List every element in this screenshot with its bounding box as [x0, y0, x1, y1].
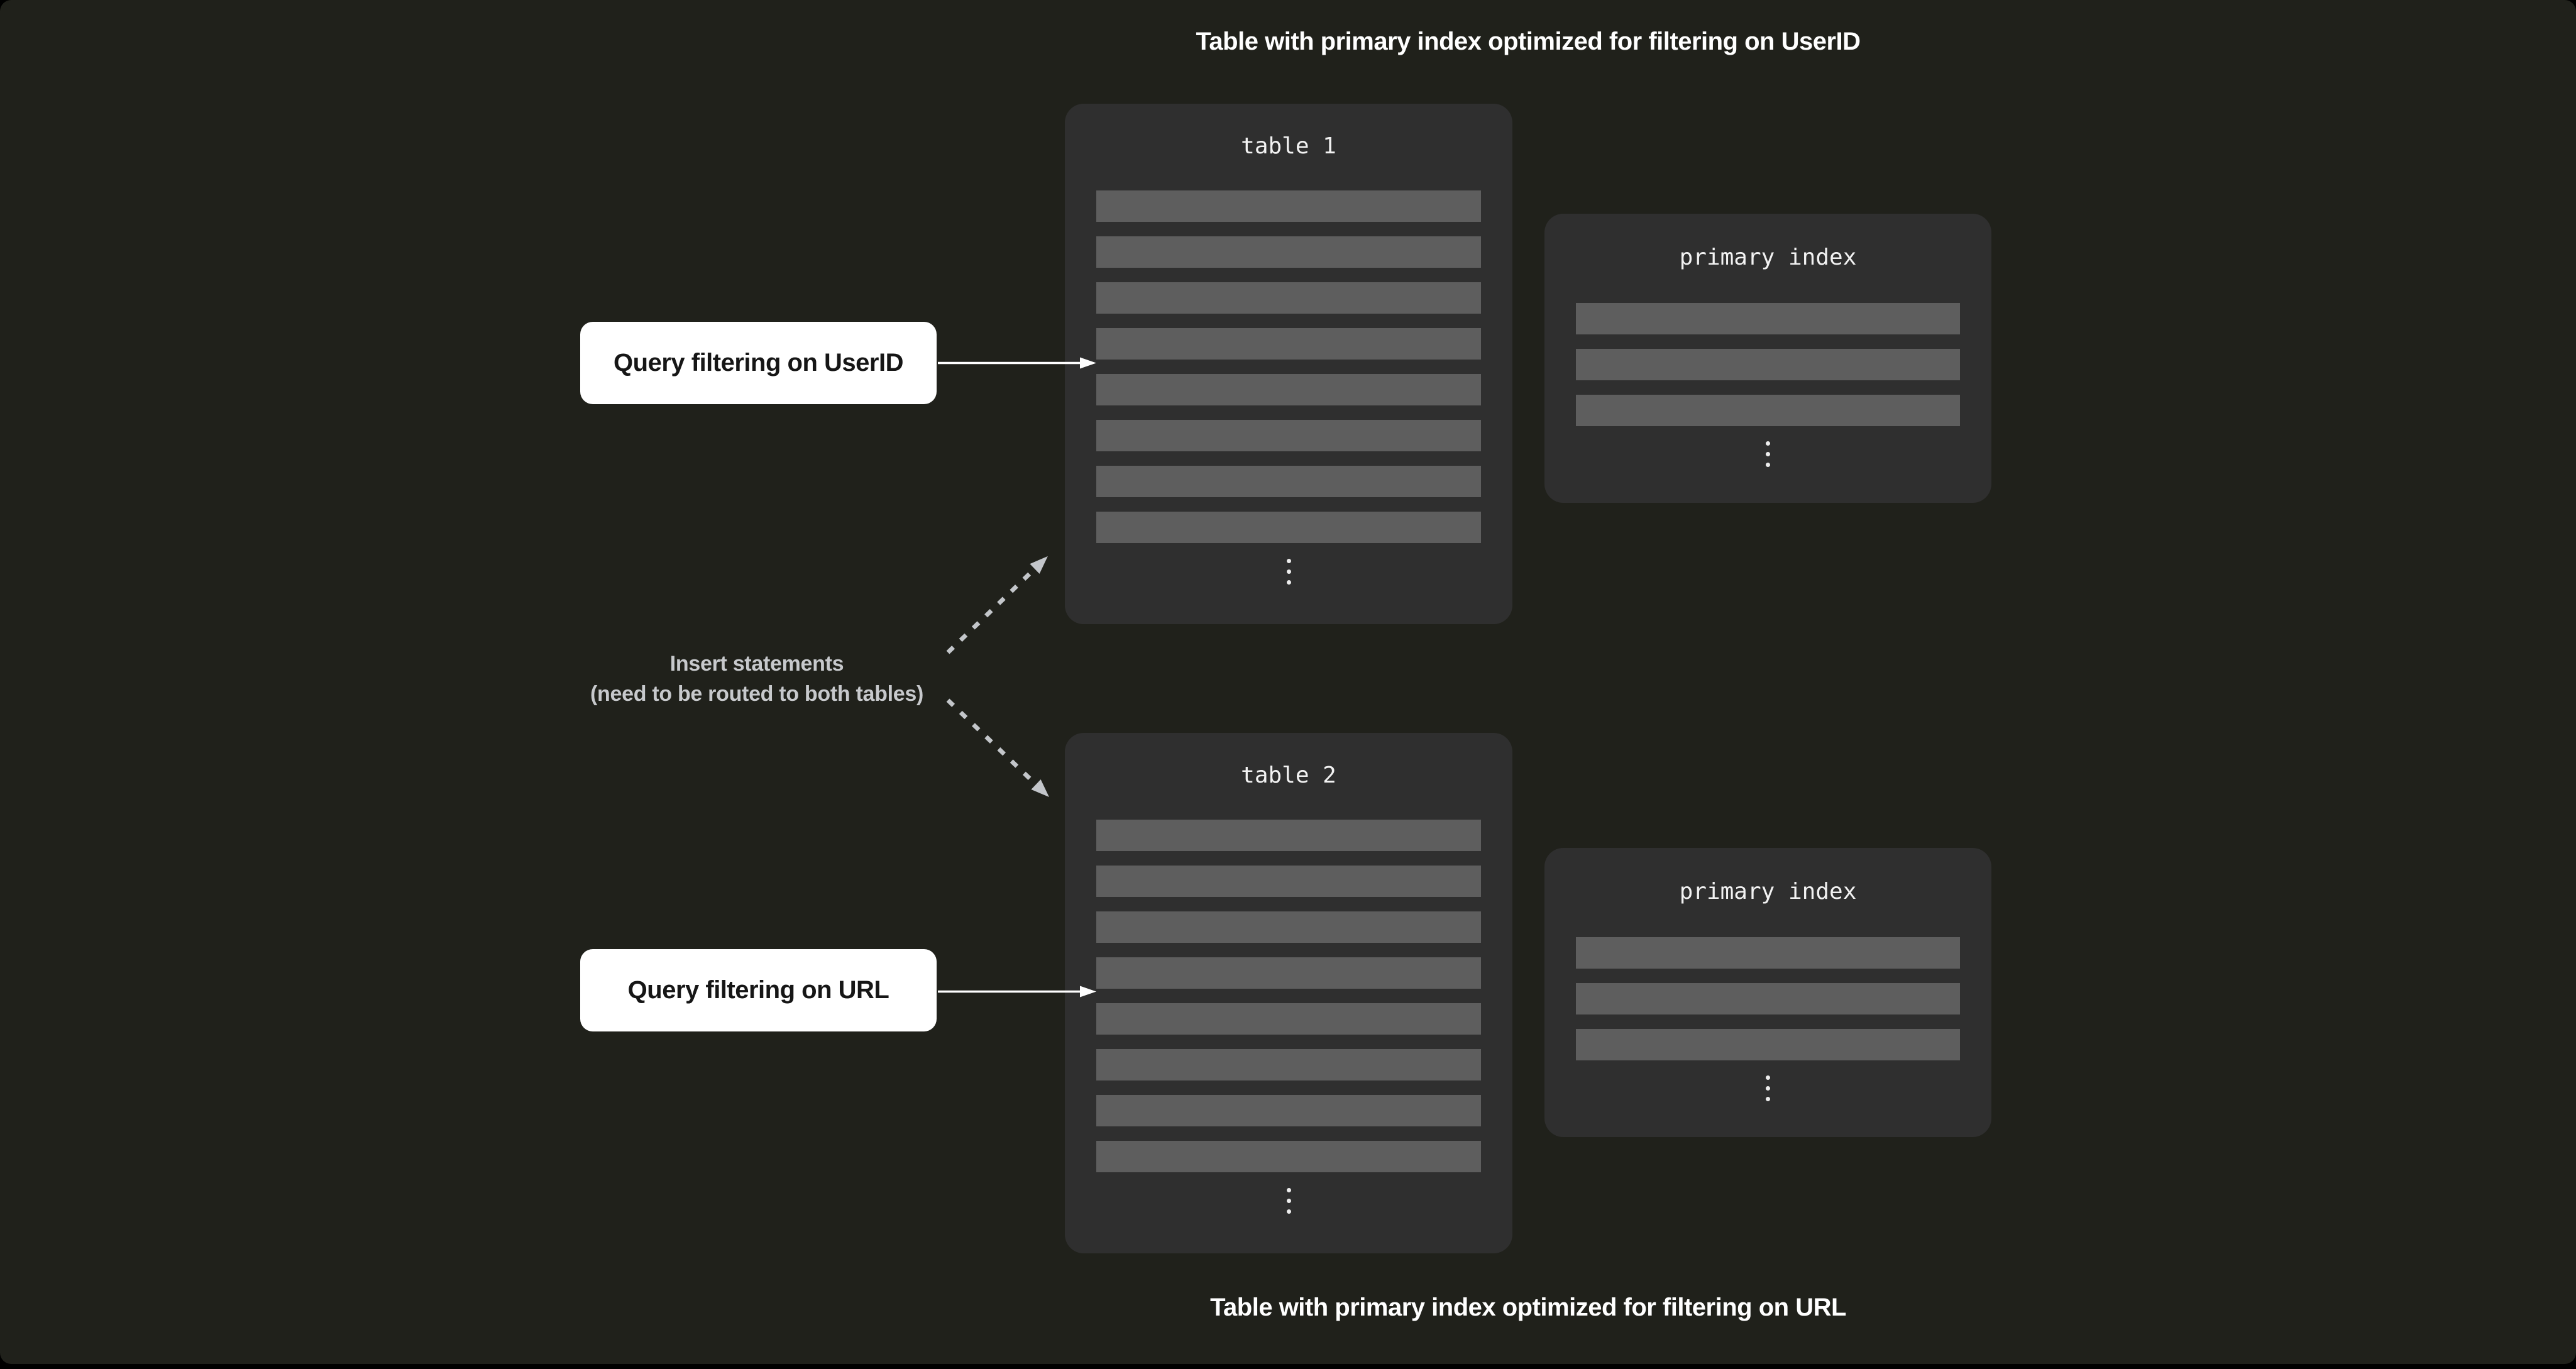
table-row-bar: [1576, 983, 1960, 1014]
table1-rows: [1065, 190, 1512, 558]
ellipsis-icon: [1065, 1188, 1512, 1214]
table-row-bar: [1096, 466, 1481, 497]
primary-index2-rows: [1544, 937, 1991, 1075]
insert-note-line1: Insert statements: [669, 652, 844, 676]
table-row-bar: [1096, 820, 1481, 851]
table-row-bar: [1576, 1029, 1960, 1060]
table-row-bar: [1096, 911, 1481, 943]
table-row-bar: [1096, 190, 1481, 222]
table-row-bar: [1096, 957, 1481, 989]
table-row-bar: [1096, 236, 1481, 268]
ellipsis-icon: [1544, 441, 1991, 467]
primary-index1-rows: [1544, 303, 1991, 441]
table1-title: table 1: [1241, 133, 1336, 159]
caption-top: Table with primary index optimized for f…: [1196, 28, 1861, 55]
ellipsis-icon: [1065, 559, 1512, 585]
table-row-bar: [1096, 512, 1481, 543]
table2-rows: [1065, 820, 1512, 1187]
table2-box: table 2: [1065, 733, 1512, 1253]
ellipsis-icon: [1544, 1075, 1991, 1101]
table-row-bar: [1096, 866, 1481, 897]
table-row-bar: [1576, 349, 1960, 380]
table-row-bar: [1096, 1049, 1481, 1080]
table-row-bar: [1096, 282, 1481, 314]
query-userid-label: Query filtering on UserID: [580, 322, 937, 404]
caption-bottom: Table with primary index optimized for f…: [1210, 1294, 1846, 1321]
table-row-bar: [1576, 937, 1960, 969]
table1-box: table 1: [1065, 104, 1512, 624]
insert-note-line2: (need to be routed to both tables): [590, 682, 923, 706]
primary-index2-title: primary index: [1679, 879, 1857, 904]
table-row-bar: [1096, 374, 1481, 405]
table-row-bar: [1576, 303, 1960, 334]
primary-index1-box: primary index: [1544, 214, 1991, 503]
insert-arrow-to-table2: [946, 698, 1049, 798]
query-url-label: Query filtering on URL: [580, 949, 937, 1031]
table2-title: table 2: [1241, 762, 1336, 788]
insert-arrow-to-table1: [946, 556, 1048, 654]
primary-index1-title: primary index: [1679, 245, 1857, 270]
table-row-bar: [1096, 420, 1481, 451]
table-row-bar: [1096, 1095, 1481, 1126]
insert-statements-note: Insert statements (need to be routed to …: [568, 649, 945, 709]
table-row-bar: [1096, 328, 1481, 360]
primary-index2-box: primary index: [1544, 848, 1991, 1137]
table-row-bar: [1576, 395, 1960, 426]
table-row-bar: [1096, 1003, 1481, 1035]
table-row-bar: [1096, 1141, 1481, 1172]
